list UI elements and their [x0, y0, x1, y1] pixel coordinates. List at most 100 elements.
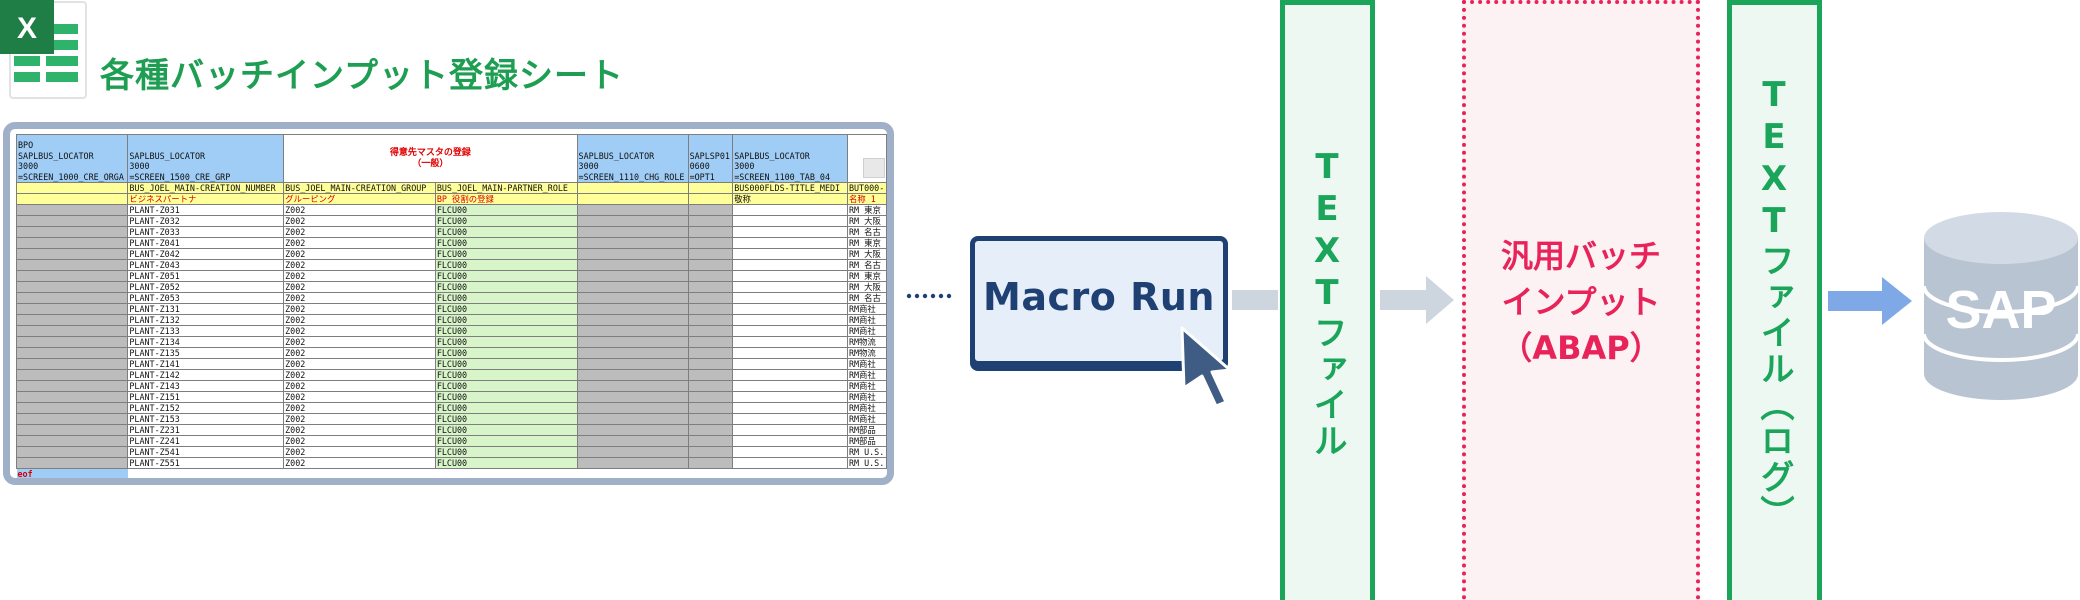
cell — [732, 446, 848, 458]
cell — [576, 314, 689, 326]
cell-role: FLCU00 — [434, 281, 578, 293]
cell-role: FLCU00 — [434, 215, 578, 227]
text-file-log-label: TEXTファイル（ログ） — [1754, 74, 1794, 531]
cell-grp: Z002 — [283, 446, 436, 458]
dotted-connector — [906, 293, 952, 299]
label-cell — [15, 193, 129, 205]
cell-grp: Z002 — [283, 347, 436, 359]
cell-grp: Z002 — [283, 336, 436, 348]
cell-name: RM 大阪 — [846, 248, 887, 260]
cell-role: FLCU00 — [434, 424, 578, 436]
cell-name: RM 大阪 — [846, 215, 887, 227]
field-cell — [576, 182, 689, 194]
label-row: ビジネスパートナ グルーピング BP 役割の登録 敬称 名称 1 — [15, 193, 887, 205]
label-cell — [687, 193, 734, 205]
cell — [732, 369, 848, 381]
cell — [687, 281, 734, 293]
cell — [15, 292, 129, 304]
batch-input-line: （ABAP） — [1500, 329, 1662, 367]
cell — [15, 435, 129, 447]
cell-name: RM 東京 — [846, 270, 887, 282]
macro-run-label: Macro Run — [983, 275, 1215, 319]
cell — [732, 391, 848, 403]
text-file-label: TEXTファイル — [1307, 146, 1347, 459]
cell — [15, 380, 129, 392]
field-cell — [15, 182, 129, 194]
cell — [576, 281, 689, 293]
cell-bp: PLANT-Z153 — [127, 413, 285, 425]
cell — [732, 270, 848, 282]
cell-role: FLCU00 — [434, 391, 578, 403]
cell-bp: PLANT-Z031 — [127, 204, 285, 216]
cell-role: FLCU00 — [434, 446, 578, 458]
cell — [15, 259, 129, 271]
cell-role: FLCU00 — [434, 369, 578, 381]
cell-name: RM部品 — [846, 435, 887, 447]
arrow-to-batch-input — [1380, 276, 1454, 324]
cell — [687, 259, 734, 271]
cell — [15, 336, 129, 348]
cell-grp: Z002 — [283, 303, 436, 315]
cell — [15, 424, 129, 436]
cell-name: RM商社 — [846, 325, 887, 337]
cell-bp: PLANT-Z135 — [127, 347, 285, 359]
cell — [732, 237, 848, 249]
cell-name: RM商社 — [846, 380, 887, 392]
cell — [576, 424, 689, 436]
cell — [15, 402, 129, 414]
cell — [687, 336, 734, 348]
cell-role: FLCU00 — [434, 314, 578, 326]
cell — [687, 248, 734, 260]
cell-bp: PLANT-Z142 — [127, 369, 285, 381]
cell-name: RM商社 — [846, 391, 887, 403]
cell — [687, 369, 734, 381]
cell-name: RM 東京 — [846, 237, 887, 249]
cell-grp: Z002 — [283, 248, 436, 260]
cell — [15, 226, 129, 238]
cell — [687, 347, 734, 359]
cell-role: FLCU00 — [434, 380, 578, 392]
cell — [576, 457, 689, 469]
text-file-log-box: TEXTファイル（ログ） — [1727, 0, 1822, 600]
cell — [687, 380, 734, 392]
cell-bp: PLANT-Z033 — [127, 226, 285, 238]
cell-role: FLCU00 — [434, 292, 578, 304]
sheet-button[interactable] — [862, 158, 885, 178]
batch-input-label: 汎用バッチ インプット （ABAP） — [1500, 233, 1661, 371]
cell-bp: PLANT-Z141 — [127, 358, 285, 370]
field-row: BUS_JOEL_MAIN-CREATION_NUMBER BUS_JOEL_M… — [15, 182, 887, 194]
cell — [576, 259, 689, 271]
field-cell — [687, 182, 734, 194]
cell-role: FLCU00 — [434, 413, 578, 425]
cell-bp: PLANT-Z134 — [127, 336, 285, 348]
cell-role: FLCU00 — [434, 325, 578, 337]
cell-bp: PLANT-Z143 — [127, 380, 285, 392]
cell — [687, 292, 734, 304]
cell — [687, 446, 734, 458]
cell-grp: Z002 — [283, 215, 436, 227]
cell-name: RM U.S. — [846, 446, 887, 458]
cell-role: FLCU00 — [434, 259, 578, 271]
cell — [687, 435, 734, 447]
cell — [732, 259, 848, 271]
cell — [732, 424, 848, 436]
cell-name: RM商社 — [846, 314, 887, 326]
cell-role: FLCU00 — [434, 457, 578, 469]
label-cell: 名称 1 — [846, 193, 887, 205]
cell — [576, 413, 689, 425]
cell — [687, 314, 734, 326]
cell-grp: Z002 — [283, 402, 436, 414]
